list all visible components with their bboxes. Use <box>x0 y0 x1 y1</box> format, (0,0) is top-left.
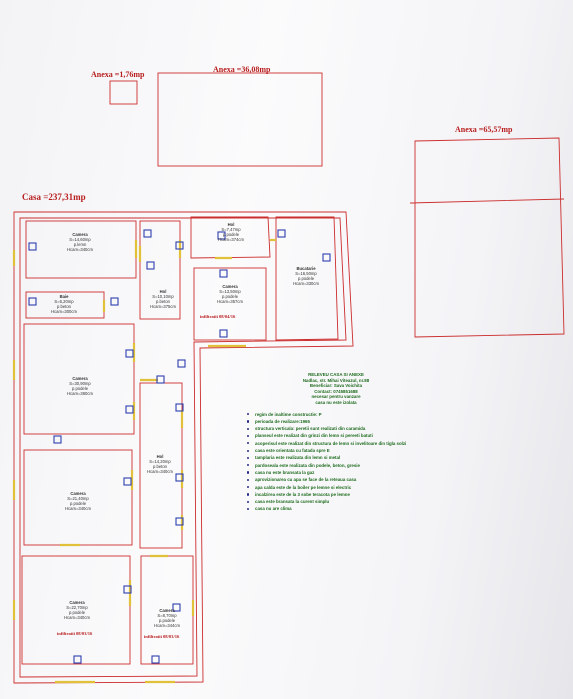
room-label-line: Hol <box>227 222 235 227</box>
room-label-line: S=13,50mp <box>219 289 241 294</box>
info-bullet: casa nu este bransata la gaz <box>247 469 426 476</box>
doors <box>12 238 276 684</box>
info-bullet: planseul este realizat din grinzi din le… <box>247 432 426 439</box>
info-bullet: aprovizionarea cu apa se face de la rete… <box>247 476 426 483</box>
room-label-line: Bucatarie <box>296 266 316 271</box>
room-label-line: Hcam=340cm <box>65 506 91 511</box>
room-label-line: p.beton <box>57 304 71 309</box>
room-hol-top-outline <box>190 216 271 259</box>
room-label-line: S=22,70mp <box>66 605 88 610</box>
room-label-line: p.podele <box>297 276 315 281</box>
info-contact: Contact: 0745851688 <box>314 388 358 394</box>
room-label-line: S=14,20mp <box>149 459 171 464</box>
room-camera-bottom-left-outline <box>21 555 131 665</box>
house-area-label: Casa =237,31mp <box>22 192 86 202</box>
room-label-line: S=7,47mp <box>221 227 241 232</box>
room-label-line: S=10,10mp <box>152 294 174 299</box>
room-label-line: S=8,70mp <box>157 613 177 618</box>
annex-medium-outline <box>157 72 323 167</box>
room-label-line: Hcam=344cm <box>154 623 180 628</box>
room-label-line: Hcam=300cm <box>51 309 77 314</box>
room-label-line: Hcam=374cm <box>218 237 244 242</box>
room-label-line: Camera <box>69 600 85 605</box>
room-label-line: S=30,90mp <box>69 381 91 386</box>
room-label-line: Camera <box>222 284 238 289</box>
room-label-line: Hcam=340cm <box>67 247 93 252</box>
room-label-line: p.podele <box>71 386 89 391</box>
info-address: Nadlac, str. Mihai Viteazul, nr.88 <box>302 377 370 383</box>
room-label-line: S=16,50mp <box>295 271 317 276</box>
room-hol-corridor-outline <box>139 220 181 320</box>
room-label-line: p.podele <box>222 232 240 237</box>
house-outer-wall <box>13 211 354 684</box>
room-label-line: Baie <box>59 294 69 299</box>
room-label-line: S=21,40mp <box>67 496 89 501</box>
annex-small-outline <box>109 80 138 105</box>
room-label-line: Hol <box>156 454 164 459</box>
info-title: RELEVEU CASA SI ANEXE <box>308 372 364 377</box>
room-label-line: p.beton <box>156 299 170 304</box>
infiltration-note-center: infiltratii 08/04/16 <box>200 314 236 319</box>
window-markers <box>28 229 331 664</box>
annex-large-outline <box>409 137 565 338</box>
info-bullet: incalzirea este de la 3 sobe teracota pe… <box>247 491 426 498</box>
annex-large-label: Anexa =65,57mp <box>455 125 513 134</box>
info-bullets: regim de inaltime constructie: P perioad… <box>246 411 426 513</box>
infiltration-note-bottom-left: infiltratii 08/03/16 <box>57 631 93 636</box>
room-label-line: Hcam=357cm <box>217 299 243 304</box>
room-label-line: Camera <box>159 608 175 613</box>
info-purpose: necesar pentru vanzare <box>311 394 361 400</box>
room-label-line: p.lemn <box>73 242 87 247</box>
room-label-line: Hcam=330cm <box>293 281 319 286</box>
info-bullet: pardoseala este realizata din podele, be… <box>247 462 426 469</box>
annex-small-label: Anexa =1,76mp <box>91 70 145 79</box>
room-label-line: p.podele <box>158 618 176 623</box>
room-label-line: p.podele <box>68 610 86 615</box>
room-label-line: S=14,60mp <box>69 237 91 242</box>
room-label-line: Hcam=340cm <box>147 469 173 474</box>
room-label-line: p.beton <box>153 464 167 469</box>
room-label-line: Hcam=375cm <box>150 304 176 309</box>
room-camera-large-outline <box>23 323 135 435</box>
room-label-line: Camera <box>72 232 88 237</box>
room-label-line: Hcam=340cm <box>64 615 90 620</box>
room-label-line: p.podele <box>69 501 87 506</box>
room-label-line: Hcam=360cm <box>67 391 93 396</box>
room-label-line: Hol <box>159 289 167 294</box>
info-bullet: acoperisul este realizat din structura d… <box>247 440 426 447</box>
info-block: RELEVEU CASA SI ANEXE Nadlac, str. Mihai… <box>246 372 426 513</box>
room-camera-center-outline <box>193 267 267 341</box>
info-owner: Beneficiar: Sava Voichita <box>309 383 363 389</box>
info-bullet: perioada de realizare:1965 <box>247 418 426 425</box>
annex-medium-label: Anexa =36,08mp <box>213 65 271 74</box>
info-note: casa nu este izolata <box>315 399 357 405</box>
infiltration-note-bottom-small: infiltratii 08/03/16 <box>144 634 180 639</box>
room-label-line: Camera <box>72 376 88 381</box>
info-bullet: apa calda este de la boiler pe lemne si … <box>247 484 426 491</box>
room-label-line: p.podele <box>221 294 239 299</box>
info-bullet: casa nu are clima <box>247 505 426 512</box>
info-bullet: casa este bransata la curent simplu <box>247 498 426 505</box>
room-label-line: Camera <box>70 491 86 496</box>
info-bullet: structura verticala: peretii sunt realiz… <box>247 425 426 432</box>
info-bullet: tamplaria este realizata din lemn si met… <box>247 454 426 461</box>
room-bucatarie-outline <box>275 216 339 341</box>
room-label-line: S=6,20mp <box>54 299 74 304</box>
info-bullet: casa este orientata cu fatada spre E <box>247 447 426 454</box>
info-bullet: regim de inaltime constructie: P <box>247 411 426 418</box>
house-inner-wall <box>19 217 347 678</box>
